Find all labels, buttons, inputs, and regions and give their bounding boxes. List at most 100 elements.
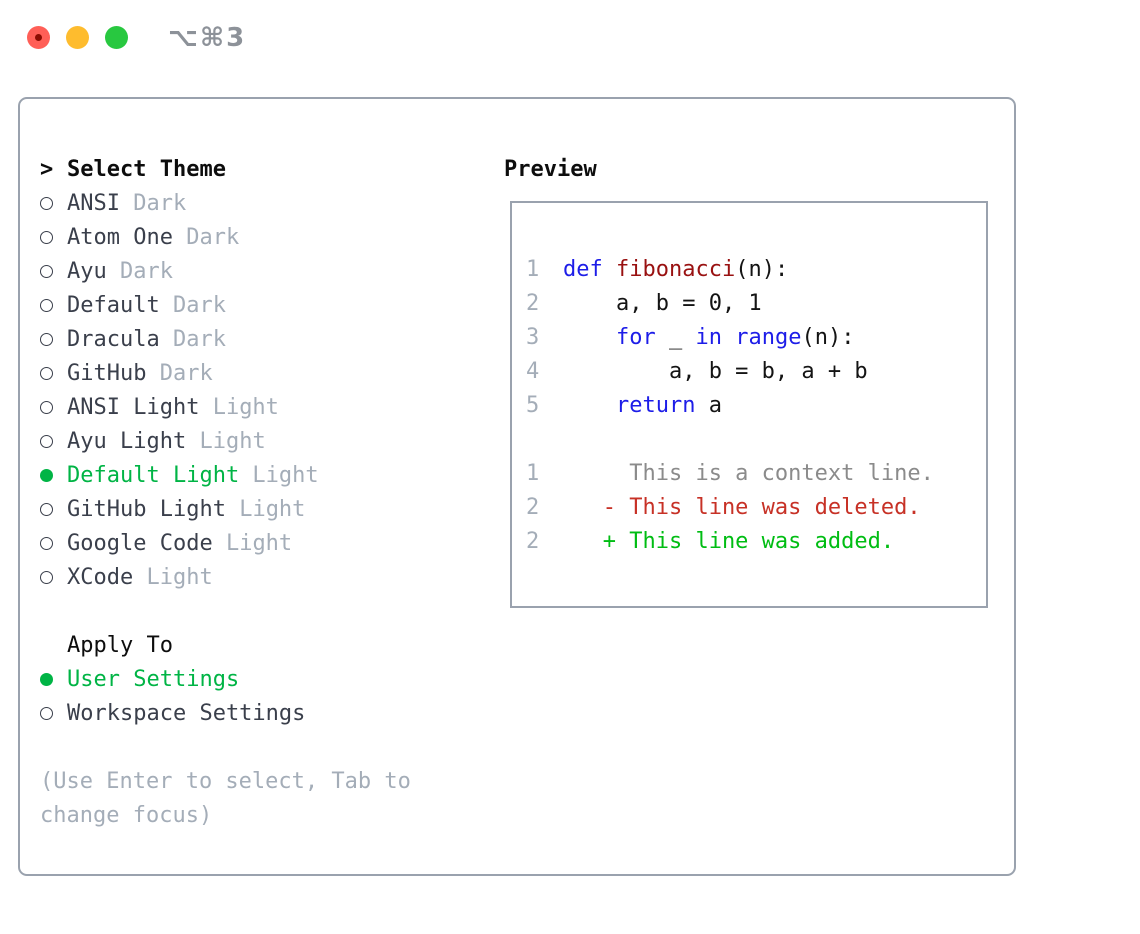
radio-unselected-icon	[40, 502, 53, 516]
line-number: 1	[526, 460, 540, 486]
preview-line: 4 a, b = b, a + b	[526, 354, 986, 388]
theme-variant-label: Dark	[146, 360, 213, 386]
code-segment: for	[615, 324, 656, 350]
preview-line	[526, 422, 986, 456]
theme-item[interactable]: Default Dark	[40, 288, 411, 322]
theme-variant-label: Dark	[159, 292, 226, 318]
theme-item[interactable]: ANSI Light Light	[40, 390, 411, 424]
preview-line: 1 def fibonacci(n):	[526, 252, 986, 286]
code-segment: _	[655, 324, 696, 350]
theme-variant-label: Light	[186, 428, 266, 454]
apply-to-title: Apply To	[67, 632, 173, 658]
theme-variant-label: Light	[212, 530, 293, 556]
apply-to-header: Apply To	[40, 628, 411, 662]
theme-variant-label: Light	[239, 462, 319, 488]
radio-unselected-icon	[40, 196, 53, 210]
preview-line: 1 This is a context line.	[526, 456, 986, 490]
traffic-lights	[27, 26, 128, 49]
theme-item[interactable]: Ayu Dark	[40, 254, 411, 288]
prompt-caret-icon: >	[40, 156, 54, 182]
code-segment: - This line was deleted.	[563, 494, 921, 520]
option-label: Google Code	[67, 530, 213, 556]
theme-item[interactable]: Atom One Dark	[40, 220, 411, 254]
option-label: Default	[67, 292, 160, 318]
option-label: ANSI Light	[67, 394, 200, 420]
line-number: 4	[526, 358, 540, 384]
radio-selected-icon	[40, 672, 53, 686]
close-button[interactable]	[27, 26, 50, 49]
select-theme-header: > Select Theme	[40, 152, 411, 186]
theme-variant-label: Light	[225, 496, 306, 522]
minimize-button[interactable]	[66, 26, 89, 49]
code-segment: return	[615, 392, 696, 418]
option-label: GitHub Light	[67, 496, 226, 522]
radio-unselected-icon	[40, 298, 53, 312]
theme-item[interactable]: GitHub Dark	[40, 356, 411, 390]
radio-unselected-icon	[40, 570, 53, 584]
code-segment: range	[735, 324, 802, 350]
radio-unselected-icon	[40, 706, 53, 720]
code-segment	[563, 393, 616, 418]
title-bar: ⌥⌘3	[0, 0, 1140, 75]
radio-unselected-icon	[40, 264, 53, 278]
zoom-button[interactable]	[105, 26, 128, 49]
radio-unselected-icon	[40, 332, 53, 346]
code-segment	[722, 325, 735, 350]
theme-item[interactable]: GitHub Light Light	[40, 492, 411, 526]
theme-item[interactable]: Default Light Light	[40, 458, 411, 492]
preview-line: 2 a, b = 0, 1	[526, 286, 986, 320]
line-number: 5	[526, 392, 540, 418]
option-label: Ayu Light	[67, 428, 187, 454]
preview-line: 3 for _ in range(n):	[526, 320, 986, 354]
code-segment: + This line was added.	[563, 528, 895, 554]
theme-item[interactable]: Ayu Light Light	[40, 424, 411, 458]
radio-unselected-icon	[40, 536, 53, 550]
theme-variant-label: Dark	[119, 190, 187, 216]
option-label: Ayu	[67, 258, 107, 284]
code-segment	[563, 325, 616, 350]
theme-variant-label: Light	[199, 394, 279, 420]
option-label: GitHub	[67, 360, 147, 386]
option-label: XCode	[67, 564, 134, 590]
line-number: 1	[526, 256, 540, 282]
radio-unselected-icon	[40, 366, 53, 380]
option-label: Workspace Settings	[67, 700, 306, 726]
preview-line: 2 + This line was added.	[526, 524, 986, 558]
theme-item[interactable]: XCode Light	[40, 560, 411, 594]
window-title: ⌥⌘3	[168, 23, 247, 53]
option-label: Atom One	[67, 224, 173, 250]
line-number: 2	[526, 494, 540, 520]
option-label: ANSI	[67, 190, 120, 216]
code-segment: (n):	[735, 256, 789, 282]
code-segment: in	[695, 324, 722, 350]
radio-unselected-icon	[40, 400, 53, 414]
preview-line: 5 return a	[526, 388, 986, 422]
code-segment: fibonacci	[616, 256, 736, 282]
line-number: 2	[526, 528, 540, 554]
option-label: Dracula	[67, 326, 160, 352]
theme-item[interactable]: ANSI Dark	[40, 186, 411, 220]
theme-variant-label: Dark	[106, 258, 173, 284]
code-segment: a, b = b, a + b	[563, 358, 868, 384]
apply-option[interactable]: User Settings	[40, 662, 411, 696]
theme-item[interactable]: Dracula Dark	[40, 322, 411, 356]
close-indicator-dot-icon	[35, 34, 42, 41]
code-segment: This is a context line.	[563, 460, 934, 486]
line-number: 2	[526, 290, 540, 316]
apply-option[interactable]: Workspace Settings	[40, 696, 411, 730]
hint-line-1: (Use Enter to select, Tab to	[40, 768, 411, 794]
radio-selected-icon	[40, 468, 53, 482]
theme-item[interactable]: Google Code Light	[40, 526, 411, 560]
theme-variant-label: Dark	[172, 224, 240, 250]
code-segment	[603, 257, 616, 282]
theme-variant-label: Light	[133, 564, 213, 590]
preview-title: Preview	[504, 156, 597, 182]
code-segment: def	[563, 256, 603, 282]
preview-line: 2 - This line was deleted.	[526, 490, 986, 524]
